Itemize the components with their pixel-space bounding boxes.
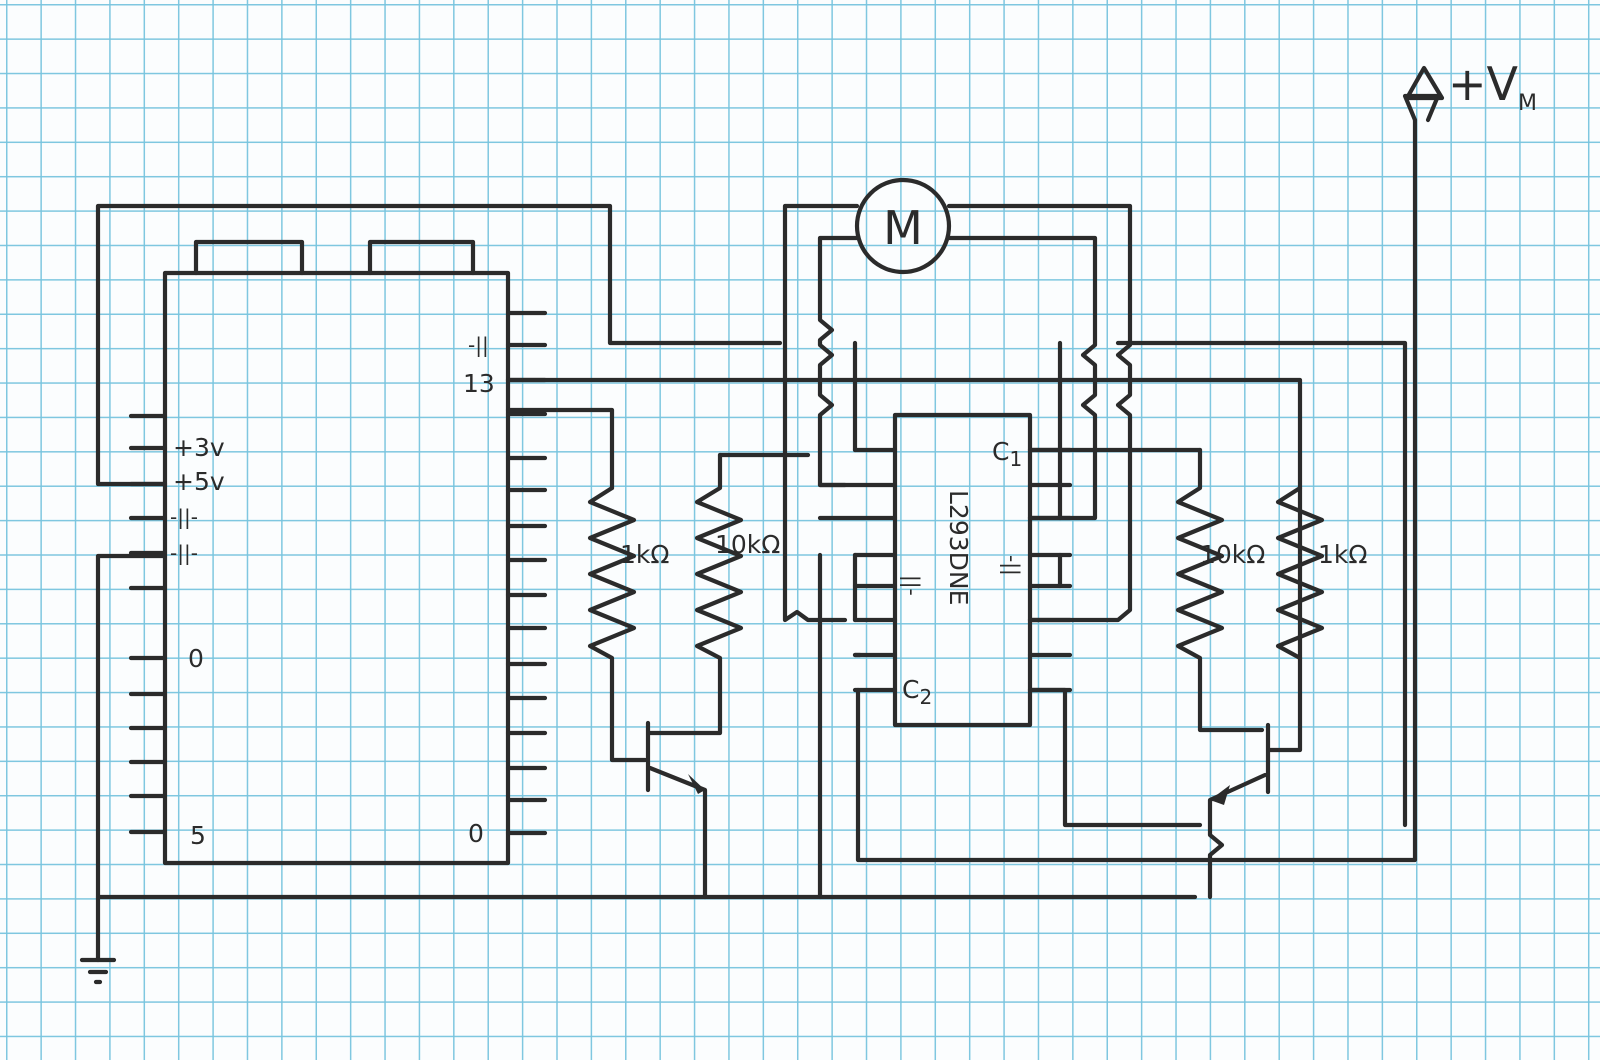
wire-board-ground [95, 553, 168, 963]
chip-outline [892, 412, 1033, 728]
wire-motor-left-inner [817, 235, 860, 488]
label-gnd-left-2: -||- [170, 541, 198, 565]
label-header-right-bottom: 0 [468, 819, 484, 848]
left-wires [79, 203, 1303, 985]
left-header-pins [128, 413, 168, 835]
wire-pin-to-left-1k [505, 407, 615, 491]
motor-supply: +VM [1402, 57, 1537, 123]
transistor-right-arrow [1210, 785, 1230, 805]
motor-label: M [883, 201, 923, 255]
label-c2: C2 [902, 675, 932, 709]
board-connector-left [193, 239, 305, 276]
wire-motor-left-outer [782, 203, 860, 623]
wire-c2-out [1027, 687, 1203, 828]
resistor-right-1k [1275, 485, 1325, 661]
label-left-10k: 10kΩ [715, 530, 780, 559]
label-c1: C1 [992, 437, 1022, 471]
microcontroller-board: +3v +5v -||- -||- -|| 13 0 5 0 [128, 239, 548, 866]
label-right-1k: 1kΩ [1318, 540, 1368, 569]
label-5v: +5v [173, 467, 225, 496]
board-outline [162, 270, 511, 866]
supply-label: +VM [1448, 57, 1537, 116]
wire-5v-right [1115, 340, 1408, 828]
resistor-left-10k [647, 452, 744, 736]
label-chip-gnd-right: -|| [1000, 555, 1024, 576]
board-connector-right [367, 239, 476, 276]
resistor-right-10k [1175, 447, 1265, 733]
motor-circle [854, 177, 952, 275]
wire-motor-right-inner [946, 235, 1098, 521]
label-header-left-top: 0 [188, 644, 204, 673]
left-transistor-stage: 1kΩ 10kΩ [587, 452, 811, 900]
right-transistor-stage: 10kΩ 1kΩ [1175, 447, 1368, 900]
label-right-10k: 10kΩ [1200, 540, 1265, 569]
resistor-left-1k [587, 485, 648, 763]
label-chip-gnd-left: ||- [900, 575, 924, 596]
transistor-right-emitter [1207, 772, 1268, 900]
driver-chip: C1 C2 ||- -|| L293DNE [817, 117, 1418, 900]
wire-motor-right-outer [946, 203, 1133, 623]
right-header-pins [505, 310, 548, 836]
label-left-1k: 1kΩ [620, 540, 670, 569]
label-3v: +3v [173, 433, 225, 462]
supply-triangle [1404, 65, 1445, 101]
transistor-left-arrow [688, 774, 705, 794]
label-pin-13: 13 [463, 369, 495, 398]
wire-vm-supply [855, 117, 1418, 863]
label-header-left-bottom: 5 [190, 821, 206, 850]
wire-5v-loop [95, 203, 783, 487]
chip-name: L293DNE [944, 490, 973, 605]
ground-symbol [79, 957, 117, 985]
label-gnd-left-1: -||- [170, 505, 198, 529]
label-gnd-right: -|| [468, 333, 489, 357]
